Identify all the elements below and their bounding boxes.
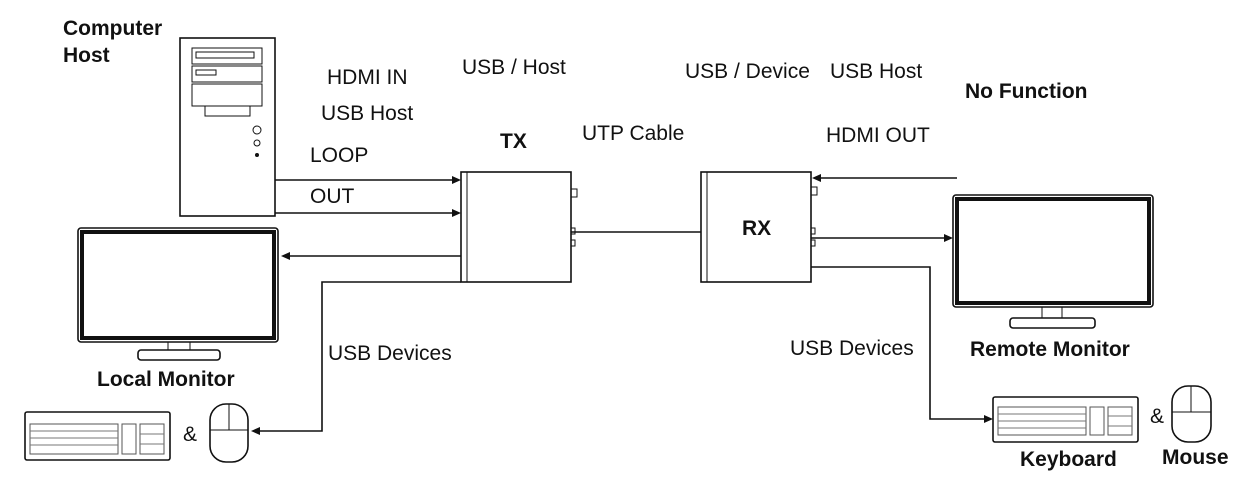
local-monitor-label: Local Monitor (97, 368, 235, 391)
local-keyboard-icon (24, 411, 171, 461)
remote-keyboard-icon (992, 396, 1139, 443)
usb-host-right-label: USB Host (830, 60, 922, 83)
local-usb-cable (258, 281, 461, 432)
rx-box (700, 171, 818, 283)
hdmi-out-label: HDMI OUT (826, 124, 930, 147)
keyboard-label: Keyboard (1020, 448, 1117, 471)
remote-mouse-icon (1171, 385, 1212, 443)
computer-host-label-line1: Computer (63, 17, 162, 40)
remote-usb-cable (811, 266, 985, 420)
no-function-label: No Function (965, 80, 1087, 103)
usb-host-left-label: USB Host (321, 102, 413, 125)
usb-host-tx-label: USB / Host (462, 56, 566, 79)
mouse-label: Mouse (1162, 446, 1229, 469)
ampersand-left: & (183, 423, 197, 446)
utp-cable-label: UTP Cable (582, 122, 684, 145)
remote-monitor-label: Remote Monitor (970, 338, 1130, 361)
computer-host-label-line2: Host (63, 44, 110, 67)
rx-label: RX (742, 217, 771, 240)
computer-host-icon (179, 37, 276, 217)
local-monitor-icon (77, 227, 279, 361)
connection-lines (251, 174, 993, 435)
tx-label: TX (500, 130, 527, 153)
hdmi-in-label: HDMI IN (327, 66, 408, 89)
tx-box (460, 171, 578, 283)
local-mouse-icon (209, 403, 249, 463)
usb-device-label: USB / Device (685, 60, 810, 83)
out-label: OUT (310, 185, 355, 208)
remote-monitor-icon (952, 194, 1154, 329)
ampersand-right: & (1150, 405, 1164, 428)
usb-devices-left-label: USB Devices (328, 342, 452, 365)
usb-devices-right-label: USB Devices (790, 337, 914, 360)
loop-label: LOOP (310, 144, 368, 167)
